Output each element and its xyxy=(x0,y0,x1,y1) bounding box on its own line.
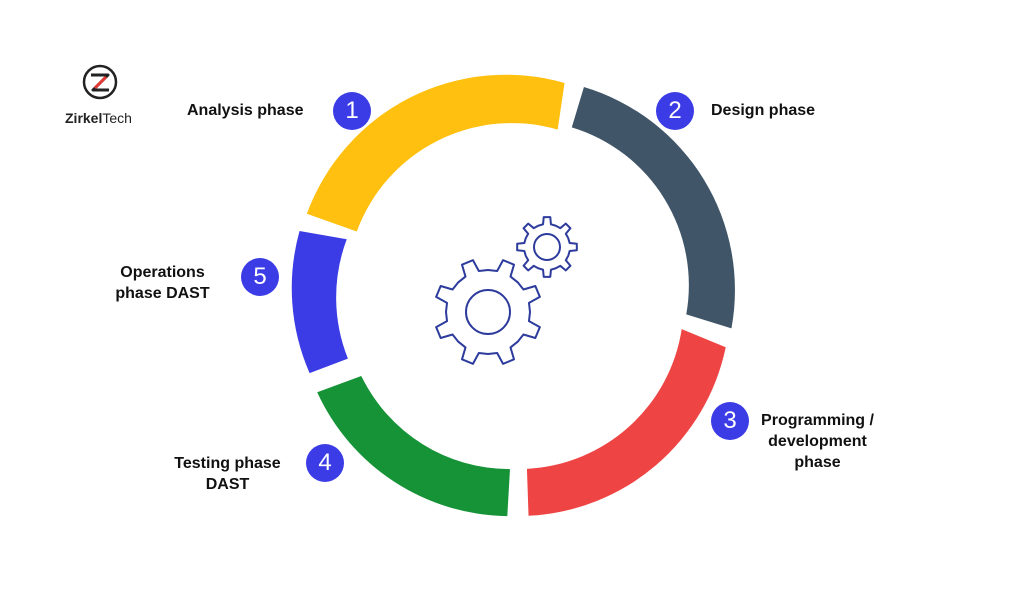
phase-4-label: Testing phase DAST xyxy=(160,453,295,495)
phase-3-label-line2: development xyxy=(768,433,867,450)
phase-4-label-line2: DAST xyxy=(205,476,250,493)
small-gear xyxy=(516,216,578,278)
gears-icon xyxy=(435,216,578,365)
z-logo-icon xyxy=(82,64,118,100)
phase-4-label-line1: Testing phase xyxy=(174,455,281,472)
phase-2-label-line1: Design phase xyxy=(711,102,816,119)
phase-1-label: Analysis phase xyxy=(187,100,304,121)
phase-5-label-line1: Operations xyxy=(120,264,205,281)
phase-3-label-line1: Programming / xyxy=(761,412,874,429)
phase-5-label: Operations phase DAST xyxy=(100,262,225,304)
segment-analysis xyxy=(306,74,565,232)
phase-5-label-line2: phase DAST xyxy=(115,285,210,302)
phase-1-badge: 1 xyxy=(333,92,371,130)
large-gear-hub xyxy=(465,289,511,335)
phase-3-label: Programming / development phase xyxy=(750,410,885,473)
segment-design xyxy=(571,87,735,329)
phase-1-label-line1: Analysis phase xyxy=(187,102,304,119)
brand-name: ZirkelTech xyxy=(65,110,132,126)
small-gear-hub xyxy=(533,233,561,261)
phase-4-badge: 4 xyxy=(306,444,344,482)
phase-2-label: Design phase xyxy=(711,100,815,121)
brand-name-regular: Tech xyxy=(102,110,132,126)
brand-name-bold: Zirkel xyxy=(65,110,103,126)
segment-operations xyxy=(291,231,348,374)
segment-testing xyxy=(317,375,510,517)
phase-3-label-line3: phase xyxy=(794,454,841,471)
segment-programming xyxy=(526,329,726,516)
large-gear xyxy=(435,259,541,365)
phase-3-badge: 3 xyxy=(711,402,749,440)
phase-5-badge: 5 xyxy=(241,258,279,296)
phase-2-badge: 2 xyxy=(656,92,694,130)
